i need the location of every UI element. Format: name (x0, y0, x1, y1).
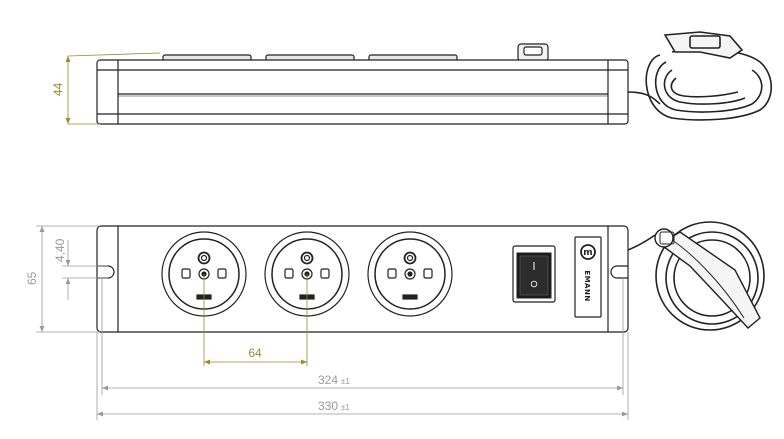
brand-name: EMANN (583, 270, 591, 301)
hole-offset-dimension (62, 240, 108, 300)
overall-length-dimension (96, 332, 629, 420)
socket-1-earth-pin (197, 251, 211, 265)
front-height-label: 65 (25, 271, 39, 285)
overall-length-value: 330 (318, 399, 338, 413)
hole-distance-label: 324 (318, 373, 338, 387)
front-cable-coil (627, 221, 765, 331)
side-view (96, 31, 773, 125)
right-mounting-hole (610, 265, 628, 279)
hole-distance-value: 324 (318, 373, 338, 387)
overall-length-label: 330 (318, 399, 338, 413)
hole-distance-tolerance: ±1 (341, 377, 350, 386)
front-height-dimension (36, 225, 100, 333)
socket-3-indicator (402, 294, 418, 300)
side-height-label: 44 (51, 82, 65, 96)
brand-label: m EMANN (574, 236, 602, 318)
socket-2-earth-pin (300, 251, 314, 265)
hole-distance-dimension (101, 278, 624, 395)
side-height-dimension (65, 52, 161, 125)
hole-offset-label: 4,40 (53, 238, 67, 262)
socket-3 (367, 231, 453, 317)
front-view (96, 225, 629, 333)
overall-length-tolerance: ±1 (341, 403, 350, 412)
brand-logo-letter: m (583, 248, 592, 258)
left-mounting-hole (97, 265, 115, 279)
brand-logo-icon (580, 244, 596, 260)
front-body (96, 225, 629, 333)
side-cable-coil (627, 31, 773, 121)
socket-pitch-dimension (203, 274, 308, 366)
socket-3-earth-pin (403, 251, 417, 265)
rocker-switch (512, 245, 556, 303)
socket-pitch-label: 64 (248, 346, 262, 360)
